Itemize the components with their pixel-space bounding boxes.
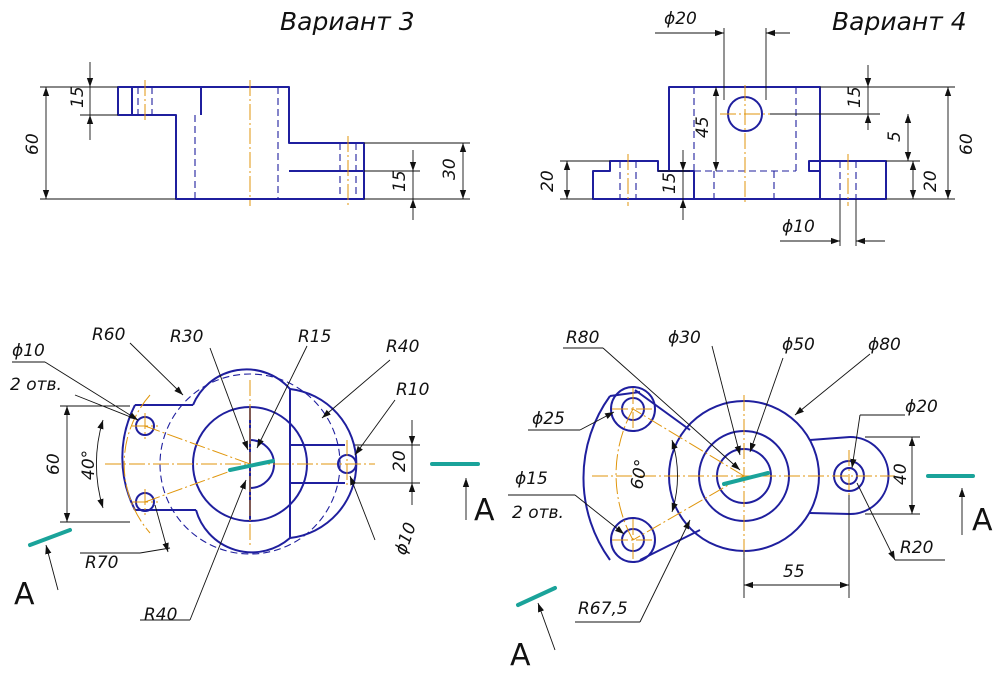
v3-r10: R10 (396, 380, 429, 400)
title-variant-3: Вариант 3 (280, 7, 415, 36)
v4-phi10: ϕ10 (782, 217, 815, 237)
v4-dim-5: 5 (885, 131, 905, 142)
v3-section-a-left: A (14, 577, 35, 612)
v4-angle-60: 60° (627, 458, 652, 491)
title-variant-4: Вариант 4 (832, 7, 967, 36)
v4-r80: R80 (566, 328, 599, 348)
v3-dim-60: 60 (23, 133, 43, 155)
v3-dim-20: 20 (390, 450, 410, 472)
v3-phi10: ϕ10 (12, 341, 45, 361)
v3-section-a-right: A (474, 493, 495, 528)
v4-dim-15b: 15 (660, 172, 680, 194)
v4-dim-55: 55 (783, 562, 805, 582)
v3-two-holes: 2 отв. (10, 375, 62, 395)
v4-phi20: ϕ20 (905, 397, 938, 417)
v3-r15: R15 (298, 327, 331, 347)
v3-angle-40: 40° (79, 450, 99, 480)
v4-section-a-right: A (972, 503, 993, 538)
v4-dim-60: 60 (957, 133, 977, 155)
v4-phi30: ϕ30 (668, 328, 701, 348)
v4-dim-20b: 20 (921, 170, 941, 192)
variant4-top-view: R80 ϕ30 ϕ50 ϕ80 ϕ25 ϕ20 60° 40 ϕ15 2 отв… (508, 328, 993, 673)
v3-phi10b: ϕ10 (391, 520, 421, 558)
v4-section-a-left: A (510, 638, 531, 673)
v3-r40: R40 (386, 337, 419, 357)
v4-r675: R67,5 (578, 599, 628, 619)
variant4-front-view: ϕ20 45 15 5 60 20 20 15 ϕ10 (538, 9, 977, 246)
v3-r30: R30 (170, 327, 203, 347)
v3-dim-15b: 15 (390, 170, 410, 192)
variant3-front-view: 15 60 15 30 (23, 62, 470, 220)
variant3-top-view: ϕ10 2 отв. R60 R30 R15 R40 R10 60 40° 20… (10, 325, 495, 625)
v4-r20: R20 (900, 538, 933, 558)
v4-phi20: ϕ20 (664, 9, 697, 29)
v3-dim-15: 15 (68, 86, 88, 108)
v3-r70: R70 (85, 553, 118, 573)
v3-dim-60: 60 (44, 453, 64, 475)
v4-phi15: ϕ15 (515, 469, 548, 489)
v4-phi25: ϕ25 (532, 409, 565, 429)
v4-dim-15: 15 (845, 86, 865, 108)
v4-phi50: ϕ50 (782, 335, 815, 355)
v4-two-holes: 2 отв. (512, 503, 564, 523)
v3-dim-30: 30 (440, 158, 460, 180)
v4-phi80: ϕ80 (868, 335, 901, 355)
v4-dim-40: 40 (891, 463, 911, 485)
v4-dim-45: 45 (693, 116, 713, 138)
v4-dim-20: 20 (538, 170, 558, 192)
v3-r40b: R40 (144, 605, 177, 625)
v3-r60: R60 (92, 325, 125, 345)
